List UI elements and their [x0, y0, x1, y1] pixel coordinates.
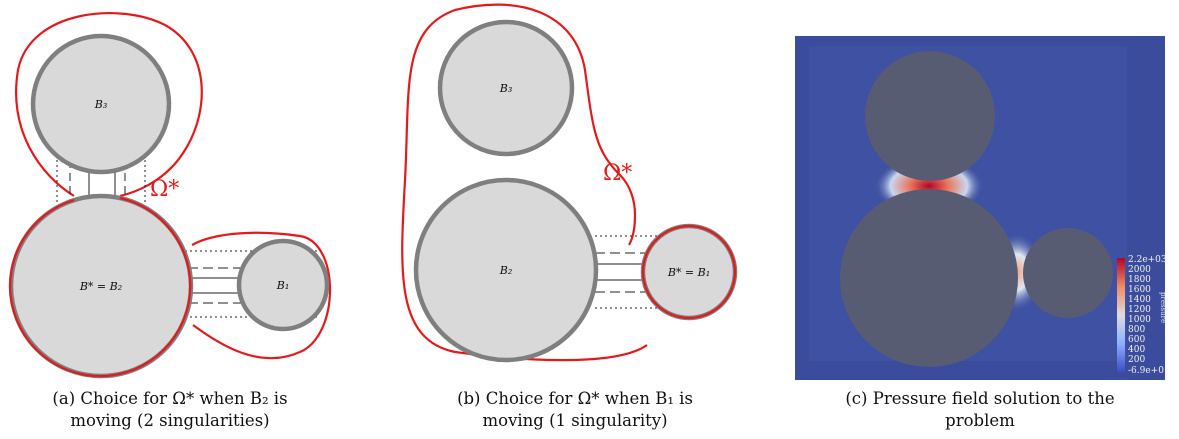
label-b2: B₂ [499, 264, 513, 277]
caption-c-line2: problem [945, 411, 1015, 430]
caption-a-line2: moving (2 singularities) [70, 411, 270, 430]
ball-b3 [30, 33, 172, 175]
colorbar-tick: 2.2e+03 [1128, 255, 1165, 265]
colorbar-tick: 1200 [1128, 305, 1151, 315]
colorbar [1117, 258, 1125, 372]
label-omega: Ω* [603, 161, 632, 186]
omega-curve-around-b3 [15, 12, 203, 198]
label-b1: B₁ [276, 279, 290, 292]
panel-c-pressure-field: 2.2e+03 2000 1800 1600 1400 1200 1000 80… [795, 36, 1165, 380]
label-omega: Ω* [150, 177, 179, 202]
obstacle-b2 [840, 189, 1018, 367]
colorbar-tick: 200 [1128, 355, 1145, 365]
colorbar-title: pressure [1159, 292, 1165, 323]
label-b3: B₃ [499, 82, 513, 95]
label-b2: B* = B₂ [79, 280, 122, 293]
singularity-lines-b2-b1 [595, 235, 663, 309]
caption-b-line1: (b) Choice for Ω* when B₁ is [457, 389, 693, 408]
colorbar-tick: 1000 [1128, 315, 1151, 325]
panel-b-diagram: B₃ B₂ B* = B₁ Ω* [401, 3, 738, 363]
colorbar-tick: 600 [1128, 335, 1145, 345]
label-b3: B₃ [94, 98, 108, 111]
colorbar-tick: 1600 [1128, 285, 1151, 295]
colorbar-tick: 1400 [1128, 295, 1151, 305]
caption-c: (c) Pressure field solution to the probl… [795, 388, 1165, 432]
colorbar-tick: 1800 [1128, 275, 1151, 285]
colorbar-tick: 2000 [1128, 265, 1151, 275]
caption-a-line1: (a) Choice for Ω* when B₂ is [52, 389, 288, 408]
omega-boundary-on-b2-upper [119, 196, 192, 292]
caption-a: (a) Choice for Ω* when B₂ is moving (2 s… [0, 388, 340, 432]
colorbar-tick: -6.9e+01 [1128, 366, 1165, 376]
omega-boundary-on-b1 [641, 224, 737, 320]
omega-curve-around-b1 [191, 231, 332, 360]
omega-curve [401, 3, 648, 362]
caption-b-line2: moving (1 singularity) [482, 411, 668, 430]
ball-b3 [437, 19, 575, 157]
singularity-lines-b3-b2 [56, 150, 146, 205]
label-b1: B* = B₁ [667, 266, 710, 279]
ball-b2 [413, 177, 599, 363]
caption-b: (b) Choice for Ω* when B₁ is moving (1 s… [395, 388, 755, 432]
colorbar-tick: 800 [1128, 325, 1145, 335]
ball-b1 [236, 238, 330, 332]
colorbar-tick: 400 [1128, 345, 1145, 355]
obstacle-b1 [1023, 228, 1113, 318]
omega-boundary-on-b2 [9, 198, 192, 378]
colorbar-ticks: 2.2e+03 2000 1800 1600 1400 1200 1000 80… [1128, 255, 1165, 376]
panel-a-diagram: B₃ B* = B₂ B₁ Ω* [8, 12, 332, 379]
obstacle-b3 [865, 51, 995, 181]
caption-c-line1: (c) Pressure field solution to the [845, 389, 1115, 408]
